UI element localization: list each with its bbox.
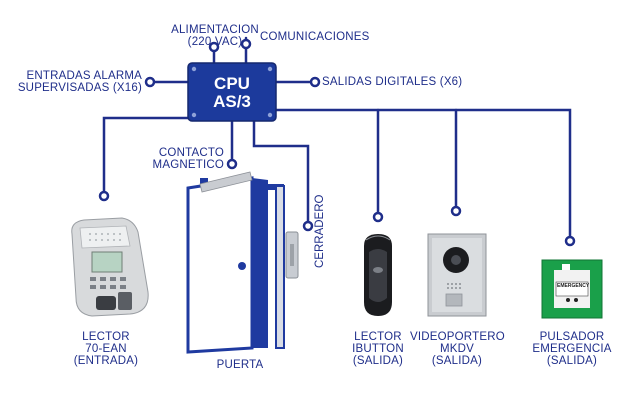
cpu-line2: AS/3 — [213, 92, 251, 111]
label-line: MAGNETICO — [152, 159, 224, 171]
label-line: COMUNICACIONES — [260, 31, 370, 43]
label-cerradero: CERRADERO — [314, 194, 326, 268]
label-line: 70-EAN — [85, 343, 127, 355]
label-line: (SALIDA) — [431, 355, 483, 367]
label-line: SUPERVISADAS (X16) — [17, 82, 142, 94]
label-comunicaciones: COMUNICACIONES — [260, 31, 370, 43]
cpu-line1: CPU — [214, 74, 250, 93]
label-line: PUERTA — [216, 359, 264, 371]
emergency-text: EMERGENCY — [557, 283, 590, 289]
label-line: CONTACTO — [158, 147, 224, 159]
label-line: (220 VAC) — [187, 36, 243, 48]
label-salidas: SALIDAS DIGITALES (X6) — [322, 76, 462, 88]
label-line: LECTOR — [82, 331, 130, 343]
label-line: EMERGENCIA — [532, 343, 612, 355]
label-entradas: ENTRADAS ALARMA SUPERVISADAS (X16) — [10, 70, 142, 94]
label-line: iBUTTON — [352, 343, 404, 355]
pulsador-emergencia-icon — [541, 259, 603, 319]
label-pulsador: PULSADOR EMERGENCIA (SALIDA) — [522, 331, 622, 367]
label-contacto: CONTACTO MAGNETICO — [140, 147, 224, 171]
label-line: (SALIDA) — [546, 355, 598, 367]
label-alimentacion: ALIMENTACION (220 VAC) — [170, 24, 260, 48]
label-ibutton: LECTOR iBUTTON (SALIDA) — [340, 331, 416, 367]
ibutton-reader-icon — [364, 234, 392, 316]
puerta-icon — [186, 171, 299, 354]
label-lector: LECTOR 70-EAN (ENTRADA) — [66, 331, 146, 367]
videoportero-icon — [427, 233, 487, 317]
label-line: ALIMENTACION — [171, 24, 259, 36]
lector-70ean-icon — [71, 217, 149, 317]
label-line: (SALIDA) — [352, 355, 404, 367]
label-videoportero: VIDEOPORTERO MKDV (SALIDA) — [410, 331, 505, 367]
label-line: VIDEOPORTERO — [410, 331, 505, 343]
label-line: MKDV — [439, 343, 475, 355]
label-puerta: PUERTA — [200, 359, 280, 371]
label-line: LECTOR — [354, 331, 402, 343]
label-line: ENTRADAS ALARMA — [26, 70, 142, 82]
label-line: (ENTRADA) — [73, 355, 139, 367]
cpu-label: CPU AS/3 — [190, 75, 274, 111]
label-line: PULSADOR — [539, 331, 605, 343]
label-line: SALIDAS DIGITALES (X6) — [322, 76, 463, 88]
cpu-box — [187, 62, 277, 122]
